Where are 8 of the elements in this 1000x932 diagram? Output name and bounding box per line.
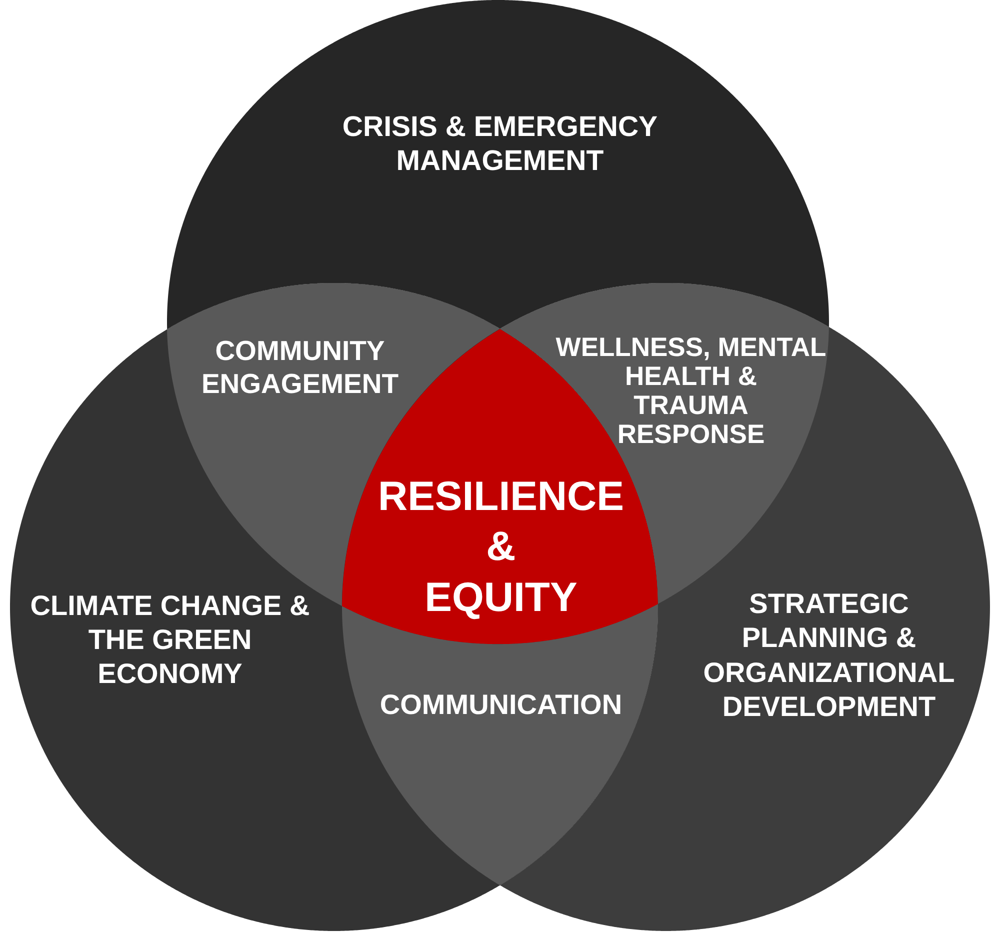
overlap-label: COMMUNITY ENGAGEMENT xyxy=(201,334,399,400)
venn-region xyxy=(167,0,829,330)
overlap-label: COMMUNICATION xyxy=(380,688,622,722)
circle-label: CRISIS & EMERGENCY MANAGEMENT xyxy=(342,110,658,178)
center-label: RESILIENCE & EQUITY xyxy=(378,472,624,622)
circle-label: CLIMATE CHANGE & THE GREEN ECONOMY xyxy=(30,589,310,691)
circle-label: STRATEGIC PLANNING & ORGANIZATIONAL DEVELOPMENT xyxy=(703,586,955,724)
overlap-label: WELLNESS, MENTAL HEALTH & TRAUMA RESPONSE xyxy=(556,332,826,449)
